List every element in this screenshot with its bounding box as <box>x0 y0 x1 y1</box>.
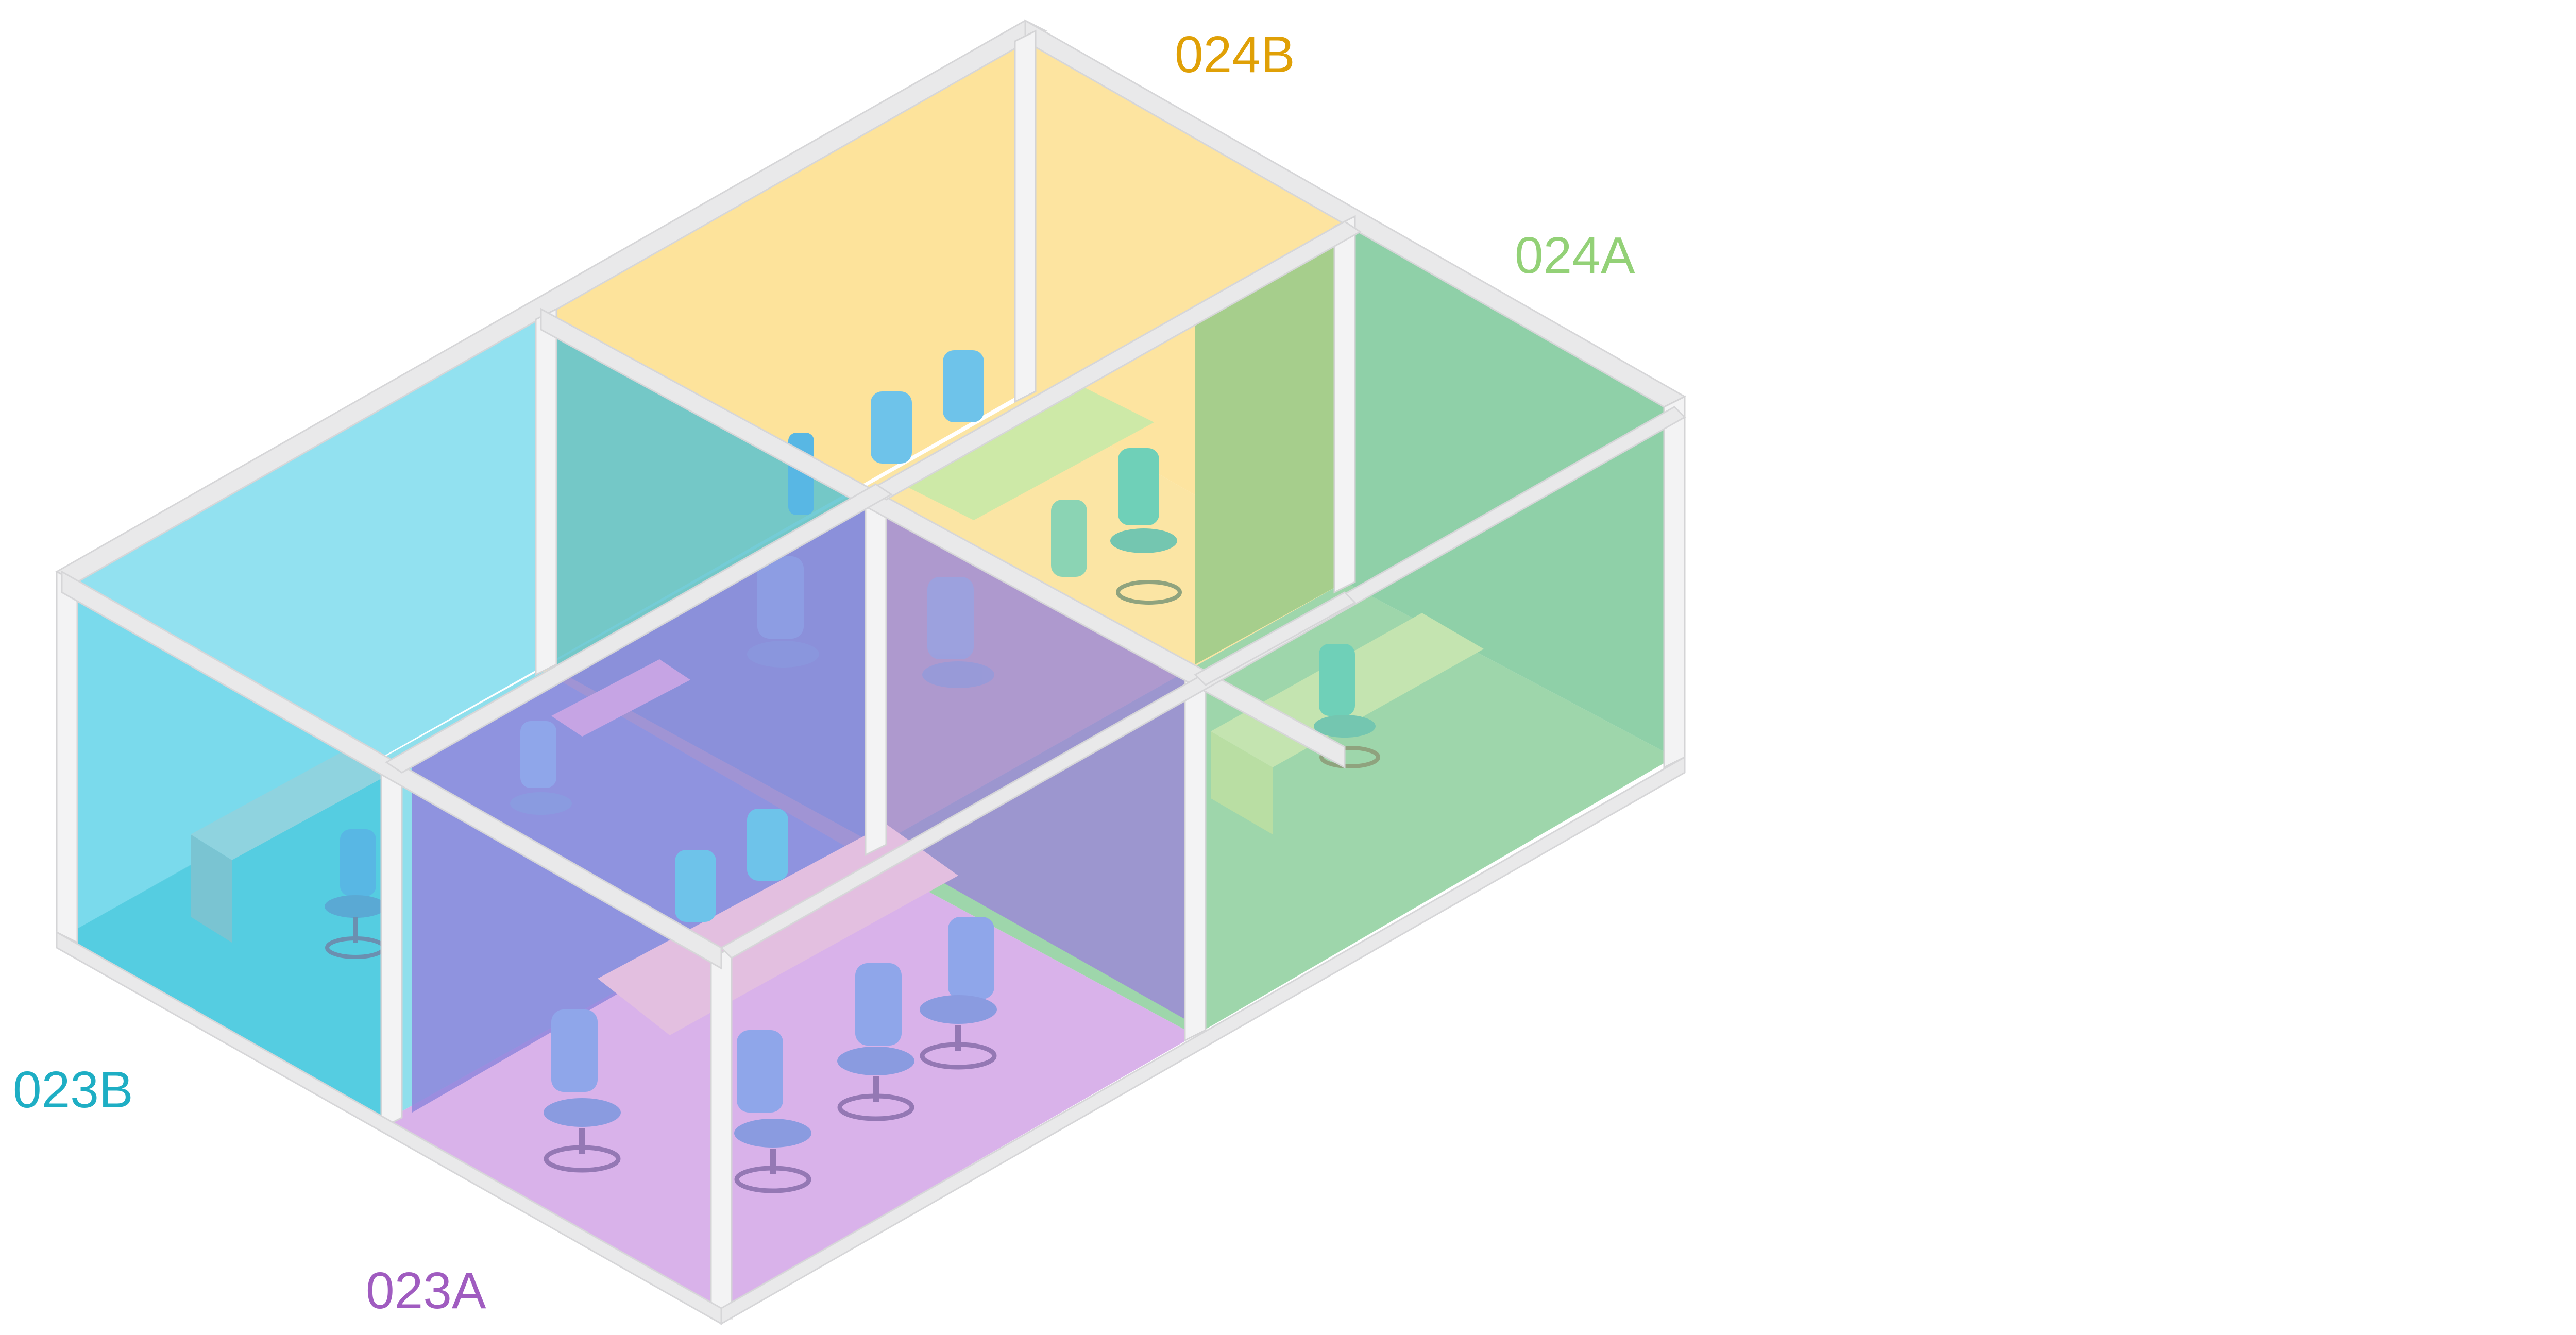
chair-blue-4 <box>675 850 716 922</box>
label-024B: 024B <box>1175 26 1295 83</box>
post-mid-5 <box>1184 668 1207 1042</box>
label-024A: 024A <box>1515 227 1635 284</box>
desk-024A-side <box>1211 731 1273 834</box>
chair-blue-2 <box>943 350 984 422</box>
wall-023B-back <box>62 314 546 937</box>
base-right <box>720 756 1686 1325</box>
post-right <box>1663 395 1686 769</box>
chair-blue-5 <box>747 809 788 881</box>
wall-024A-right <box>1195 221 1345 664</box>
chair-green-1 <box>1110 448 1182 605</box>
post-mid-4 <box>380 761 403 1129</box>
chair-green-2 <box>1051 500 1087 577</box>
beam-2 <box>61 570 722 970</box>
label-023A: 023A <box>366 1262 486 1320</box>
beam-1 <box>540 307 1346 769</box>
post-mid-1 <box>535 307 557 676</box>
label-023B: 023B <box>13 1061 133 1119</box>
chair-blue-1 <box>871 391 912 464</box>
chair-green-3 <box>1314 644 1380 768</box>
wall-frame <box>55 19 1687 1325</box>
chair-violet-4 <box>920 917 997 1070</box>
desk-023A-small <box>551 659 690 737</box>
desk-024-long <box>902 386 1154 520</box>
chair-violet-6 <box>747 556 819 668</box>
beam-6 <box>1194 591 1357 686</box>
chair-violet-2 <box>734 1030 811 1193</box>
chair-violet-1 <box>544 1009 621 1173</box>
chair-023B <box>325 829 386 959</box>
post-mid-3 <box>865 488 887 857</box>
post-left <box>56 570 78 944</box>
post-front <box>710 946 733 1320</box>
beam-4 <box>385 483 893 774</box>
chair-violet-3 <box>837 963 914 1121</box>
chair-violet-5 <box>510 721 572 815</box>
chairs <box>325 350 1380 1193</box>
desk-023B-side <box>191 834 232 943</box>
room-labels: 024B 024A 023B 023A <box>13 26 1635 1320</box>
post-mid-2 <box>1333 215 1356 594</box>
post-back <box>1014 29 1037 403</box>
desk-023B <box>191 742 402 860</box>
chair-violet-7 <box>922 577 994 688</box>
